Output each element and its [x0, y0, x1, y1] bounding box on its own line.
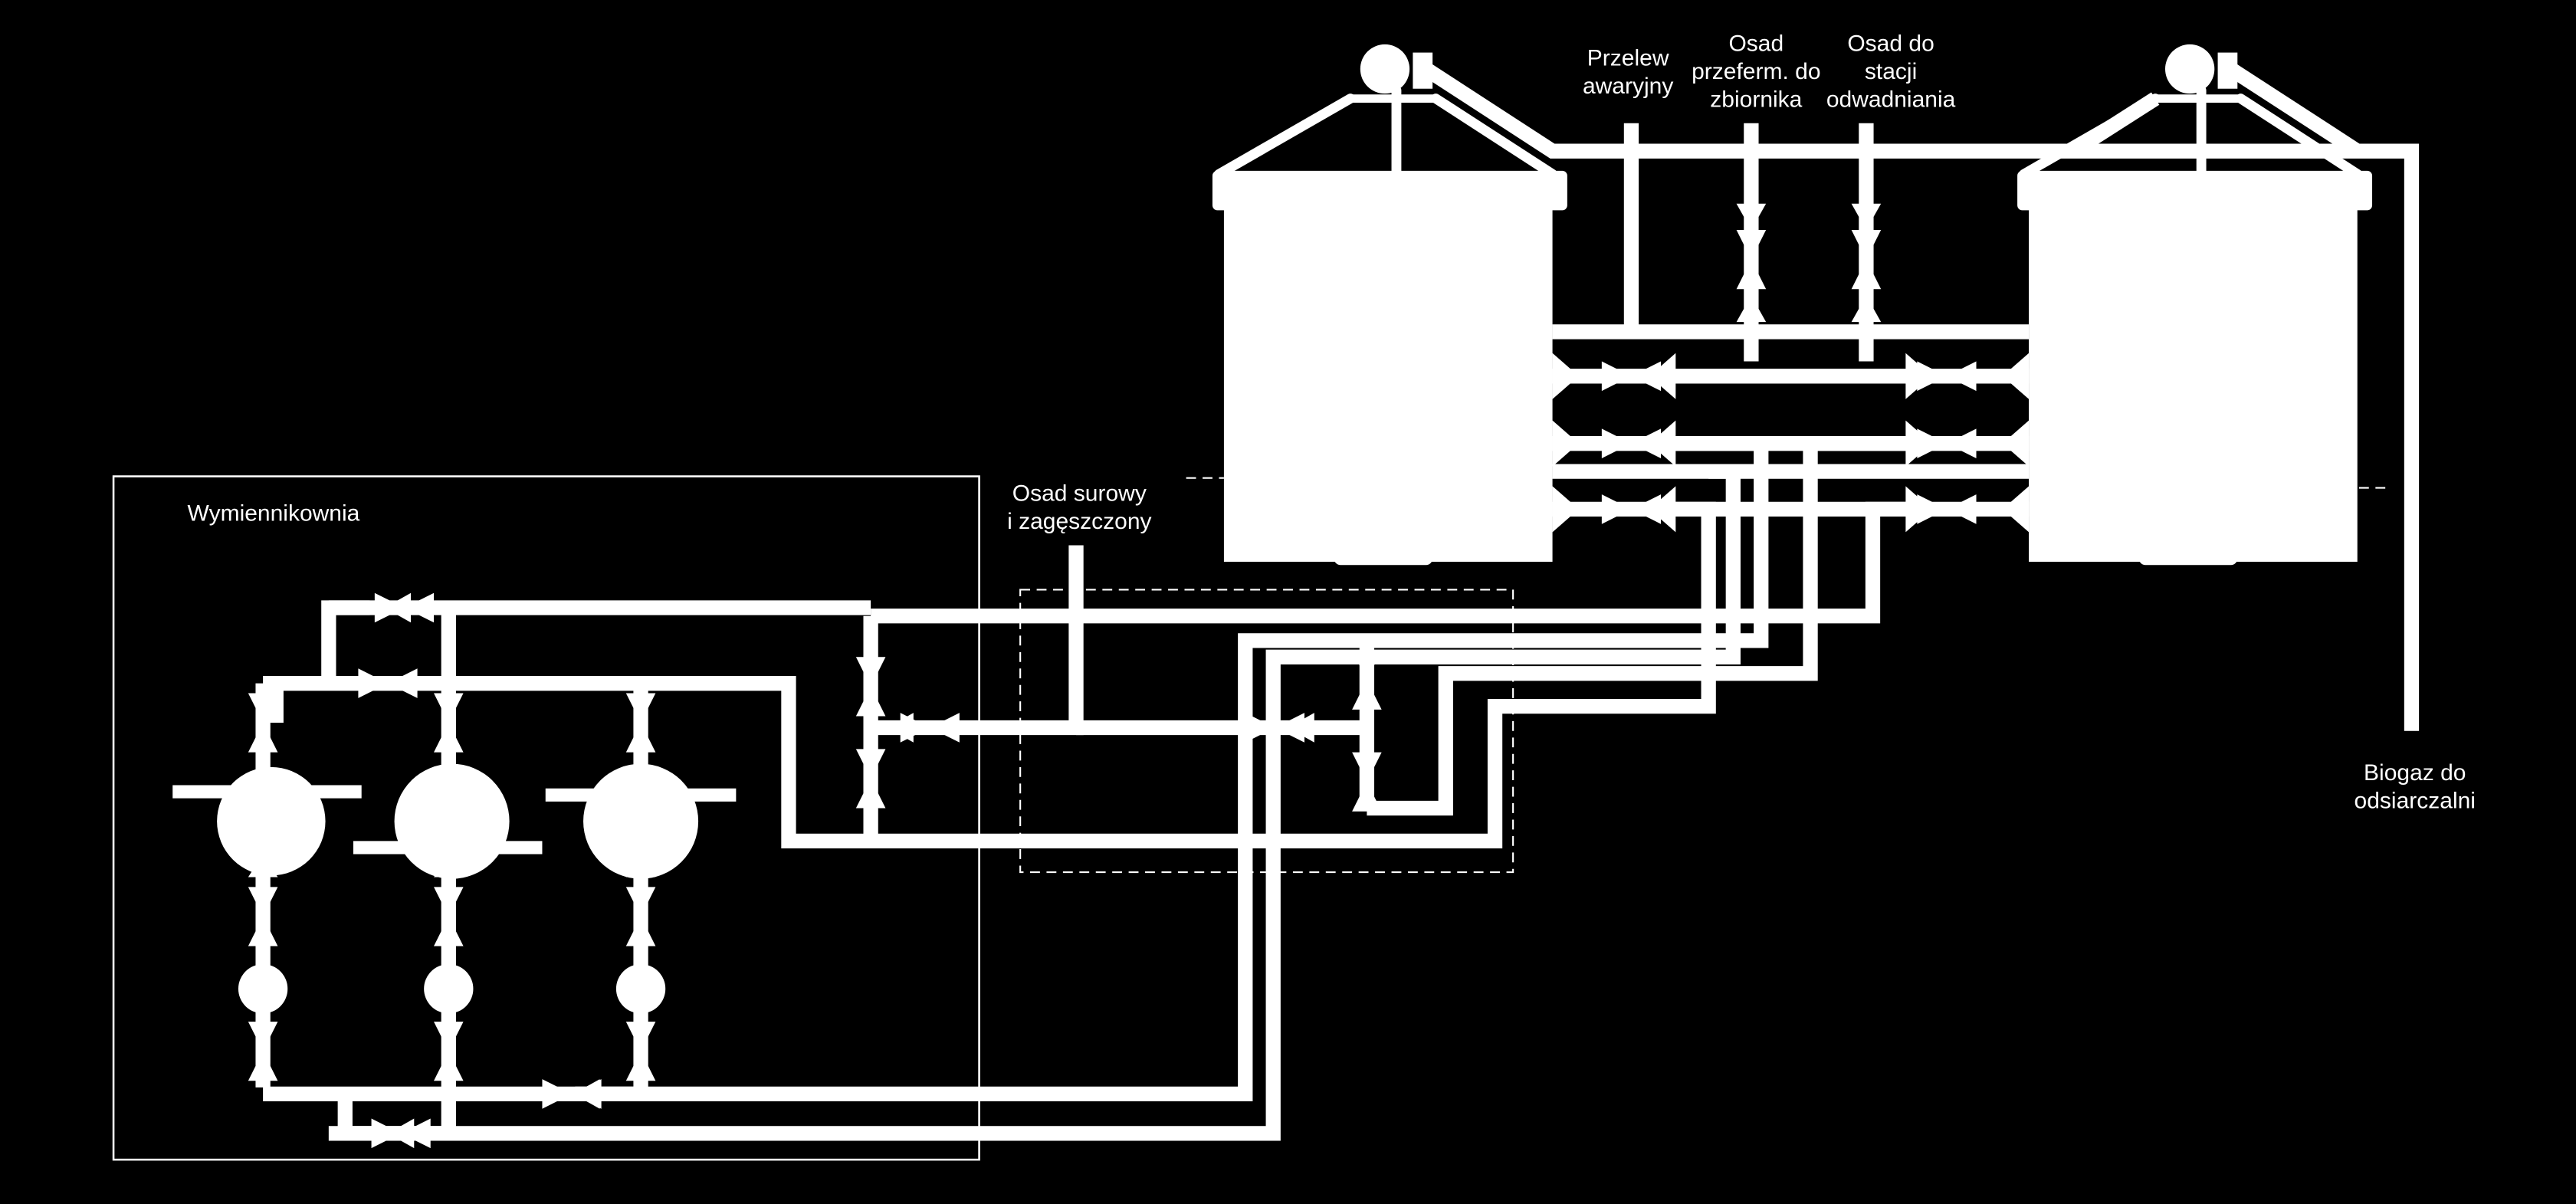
- valve: [1352, 650, 1382, 710]
- arrow-up: [1736, 295, 1767, 323]
- digester-tank-right: [2017, 170, 2373, 566]
- biogas-pipe-left-link: [2069, 92, 2160, 158]
- label-fermented-sludge: przeferm. do: [1692, 59, 1820, 84]
- label-fermented-sludge: zbiornika: [1710, 87, 1802, 112]
- labels: Wymiennikownia Osad surowy i zagęszczony…: [188, 31, 2476, 813]
- arrow-up: [1851, 295, 1882, 323]
- arrow-left: [2002, 420, 2030, 467]
- arrow-left: [1288, 713, 1314, 743]
- biogas-pipe: [1422, 62, 2420, 731]
- valve: [1736, 230, 1767, 290]
- valve: [1601, 361, 1662, 392]
- label-biogas: odsiarczalni: [2354, 788, 2476, 813]
- valve: [434, 887, 464, 946]
- label-emergency-overflow: awaryjny: [1583, 74, 1673, 99]
- valve: [900, 713, 960, 743]
- valve: [248, 887, 278, 946]
- digester-tank-left: [1212, 170, 1567, 566]
- label-dewatering-sludge: Osad do: [1847, 31, 1934, 56]
- arrow-left: [573, 1079, 600, 1109]
- raw-sludge-feed-pipe: [871, 545, 1084, 736]
- valve: [358, 668, 418, 698]
- arrow-right: [1905, 486, 1932, 533]
- arrow-up: [248, 854, 278, 878]
- heat-exchanger-room-frame: [112, 475, 980, 1161]
- arrow-left: [2002, 353, 2030, 399]
- label-fermented-sludge: Osad: [1728, 31, 1784, 56]
- arrow-left: [1649, 420, 1676, 467]
- valve: [1917, 494, 1977, 524]
- circulation-pumps: [238, 964, 666, 1014]
- label-dewatering-sludge: odwadniania: [1826, 87, 1956, 112]
- valve: [1601, 428, 1662, 458]
- arrow-right: [1905, 353, 1932, 399]
- heat-exchanger-2: [353, 763, 543, 879]
- arrow-down: [1736, 203, 1767, 231]
- valve: [1245, 713, 1304, 743]
- arrow-left: [1649, 353, 1676, 399]
- arrow-right: [1552, 486, 1579, 533]
- pump-1: [238, 964, 288, 1014]
- arrow-left: [1649, 486, 1676, 533]
- arrow-left: [887, 713, 914, 743]
- arrow-left: [2002, 486, 2030, 533]
- pump-2: [424, 964, 474, 1014]
- arrow-right: [1552, 353, 1579, 399]
- pump-3: [615, 964, 666, 1014]
- heat-exchanger-1: [172, 766, 362, 876]
- valve: [1352, 752, 1382, 812]
- label-emergency-overflow: Przelew: [1587, 46, 1669, 71]
- label-biogas: Biogaz do: [2364, 760, 2466, 786]
- valve: [855, 657, 886, 717]
- arrow-left: [388, 1118, 415, 1149]
- digester-mixer-left: [1214, 44, 1557, 179]
- valve: [1851, 230, 1882, 290]
- flow-arrows: [248, 203, 2030, 1149]
- valve: [248, 693, 278, 753]
- biogas-pipe-branch: [2227, 62, 2362, 158]
- arrow-up: [434, 854, 464, 878]
- arrow-right: [1552, 420, 1579, 467]
- valve: [625, 887, 656, 946]
- heat-exchanger-3: [545, 763, 737, 879]
- heat-exchangers: [172, 763, 737, 879]
- valve: [248, 1022, 278, 1081]
- arrow-up: [625, 854, 656, 878]
- arrow-down: [1851, 203, 1882, 231]
- label-dewatering-sludge: stacji: [1865, 59, 1917, 84]
- arrow-right: [1905, 420, 1932, 467]
- label-raw-sludge: i zagęszczony: [1007, 509, 1151, 534]
- label-wymiennikownia: Wymiennikownia: [188, 500, 360, 526]
- arrow-left: [384, 592, 412, 623]
- valve: [855, 749, 886, 809]
- label-raw-sludge: Osad surowy: [1012, 481, 1147, 507]
- valve: [1601, 494, 1662, 524]
